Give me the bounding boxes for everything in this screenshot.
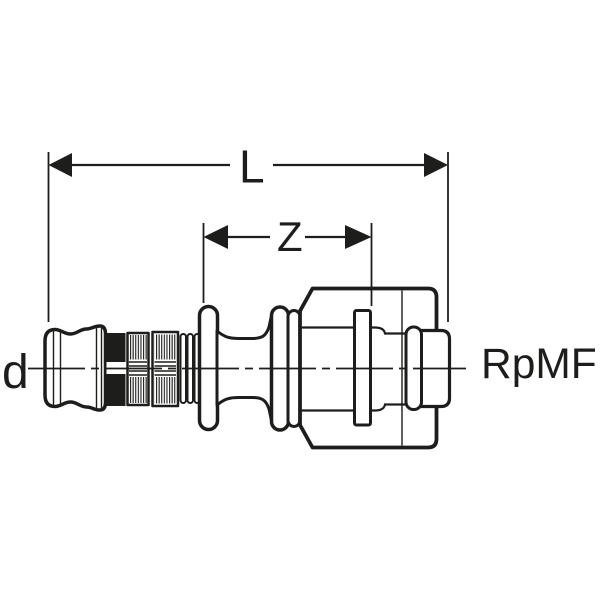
dimension-Z-arrow-right (345, 225, 372, 249)
label-length-Z: Z (277, 213, 303, 260)
dimension-L-arrow-left (48, 153, 72, 177)
label-diameter-d: d (2, 346, 29, 399)
dimension-L: L (47, 141, 449, 322)
nut-face-edges (301, 326, 406, 412)
dimension-Z-arrow-left (203, 225, 228, 249)
label-length-L: L (239, 141, 265, 193)
o-ring-band (106, 333, 126, 406)
label-thread-rpmf: RpMF (481, 341, 597, 388)
dimension-L-arrow-right (424, 153, 448, 177)
grip-ring-1 (126, 331, 150, 407)
dimension-Z: Z (202, 213, 373, 306)
